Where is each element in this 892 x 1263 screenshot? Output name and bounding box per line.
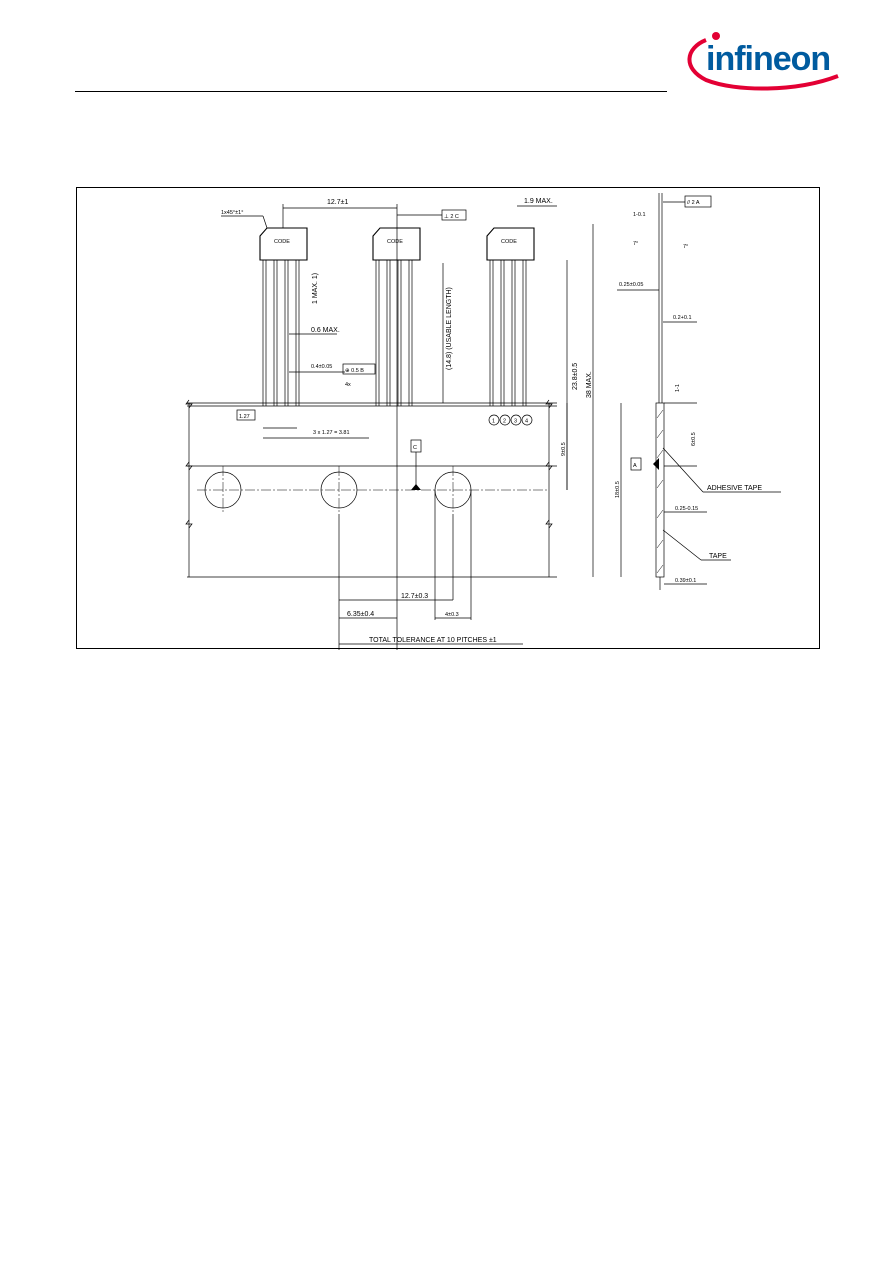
label-sprocket-pitch: 12.7±0.3 [401, 593, 428, 600]
label-side-top: 1-0.1 [633, 212, 646, 218]
label-lead-pitch: 1.27 [239, 414, 250, 420]
label-perp: ⊥ 2 C [444, 214, 459, 220]
label-side-gap: 1-1 [675, 384, 681, 392]
label-pitch-top: 12.7±1 [327, 199, 348, 206]
pin-numbers: 1 2 3 4 [488, 414, 533, 426]
svg-text:2: 2 [503, 419, 506, 425]
package-drawing: CODE CODE CODE 1 2 3 4 12.7±1 1x45°±1° ⊥… [185, 193, 781, 650]
label-hole-offset: 9±0.5 [561, 442, 567, 456]
leader [262, 215, 268, 229]
datum-a-frame [630, 457, 642, 471]
label-total-tolerance: TOTAL TOLERANCE AT 10 PITCHES ±1 [369, 637, 497, 644]
position-frame [342, 363, 376, 375]
label-lead-thickness: 0.4±0.05 [311, 364, 332, 370]
package-drawing-frame: CODE CODE CODE 1 2 3 4 12.7±1 1x45°±1° ⊥… [76, 187, 820, 650]
svg-text:CODE: CODE [501, 239, 517, 245]
component-3: CODE [486, 227, 535, 406]
label-angle1: 7° [633, 241, 638, 247]
svg-text:CODE: CODE [274, 239, 290, 245]
side-view [653, 193, 665, 590]
label-count: 4x [345, 382, 351, 388]
label-tape-thk: 0.39±0.1 [675, 578, 696, 584]
svg-text:4: 4 [525, 419, 528, 425]
label-datum-a: A [633, 463, 637, 469]
label-angle2: 7° [683, 244, 688, 250]
label-parallelism: // 2 A [687, 200, 700, 206]
label-total-pitch: 3 x 1.27 = 3.81 [313, 430, 350, 436]
svg-text:CODE: CODE [387, 239, 403, 245]
component-2: CODE [372, 227, 421, 406]
logo-dot [712, 32, 720, 40]
label-hole-pos: 4±0.3 [445, 612, 459, 618]
label-hole-center: 6.35±0.4 [347, 611, 374, 618]
component-1: CODE [259, 227, 308, 406]
svg-text:3: 3 [514, 419, 517, 425]
label-tape-6: 6±0.5 [691, 432, 697, 446]
label-max-length: 38 MAX. [586, 371, 593, 398]
label-thickness-body: 0.25±0.05 [619, 282, 643, 288]
pitch-frame [236, 409, 256, 421]
label-adhesive: ADHESIVE TAPE [707, 485, 762, 492]
logo-swoosh [687, 38, 839, 91]
datum-triangle [411, 484, 421, 490]
label-tape: TAPE [709, 553, 727, 560]
label-overall-height: 23.8±0.5 [572, 363, 579, 390]
svg-text:1: 1 [492, 419, 495, 425]
logo-wordmark: infineon [706, 40, 830, 78]
label-usable-length: (14.8) (USABLE LENGTH) [446, 287, 453, 370]
label-chamfer: 1x45°±1° [221, 210, 243, 216]
label-body-offset: 1 MAX. 1) [312, 273, 319, 304]
label-adhesive-thk: 0.25-0.15 [675, 506, 698, 512]
leader [662, 447, 704, 493]
label-lead-width: 0.6 MAX. [311, 327, 340, 334]
infineon-logo: infineon [687, 32, 839, 91]
label-body-max: 1.9 MAX. [524, 198, 553, 205]
label-position-tol: ⊕ 0.5 B [345, 368, 364, 374]
header-rule [75, 91, 667, 92]
label-lead-side: 0.2+0.1 [673, 315, 692, 321]
label-datum-c: C [413, 445, 417, 451]
parallelism-frame [684, 195, 712, 208]
leader [662, 529, 702, 561]
label-tape-width: 18±0.5 [615, 481, 621, 498]
